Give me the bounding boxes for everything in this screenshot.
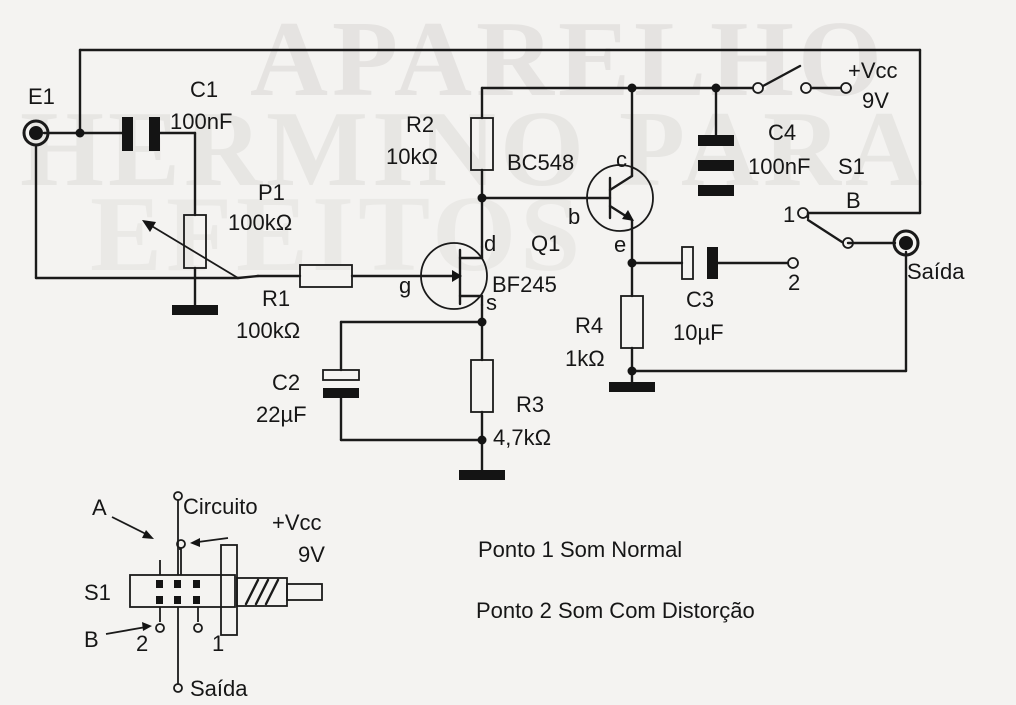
label-c2-name: C2 xyxy=(272,370,300,395)
label-r2-value: 10kΩ xyxy=(386,144,438,169)
switch-detail-drawing xyxy=(105,491,323,693)
resistor-r3 xyxy=(470,359,494,413)
detail-label-b: B xyxy=(84,627,99,652)
note-point-1: Ponto 1 Som Normal xyxy=(478,537,682,562)
potentiometer-p1 xyxy=(142,214,239,279)
label-r1-name: R1 xyxy=(262,286,290,311)
label-point-1: 1 xyxy=(783,202,795,227)
label-vcc-value: 9V xyxy=(862,88,889,113)
label-pin-c: c xyxy=(616,147,627,172)
label-c1-name: C1 xyxy=(190,77,218,102)
resistor-r1 xyxy=(299,264,353,288)
label-vcc: +Vcc xyxy=(848,58,898,83)
label-r4-value: 1kΩ xyxy=(565,346,605,371)
label-p1-name: P1 xyxy=(258,180,285,205)
labels: E1 C1 100nF P1 100kΩ R1 100kΩ R2 10kΩ BC… xyxy=(28,58,965,450)
label-switch-b: B xyxy=(846,188,861,213)
jfet-q1 xyxy=(420,242,488,310)
wires xyxy=(34,48,922,472)
svg-text:EFEITOS: EFEITOS xyxy=(90,175,584,294)
detail-label-a: A xyxy=(92,495,107,520)
label-point-2: 2 xyxy=(788,270,800,295)
detail-label-pin1: 1 xyxy=(212,631,224,656)
label-pin-d: d xyxy=(484,231,496,256)
label-r3-name: R3 xyxy=(516,392,544,417)
capacitor-c3 xyxy=(681,246,718,280)
label-pin-g: g xyxy=(399,273,411,298)
detail-label-output: Saída xyxy=(190,676,248,701)
label-r3-value: 4,7kΩ xyxy=(493,425,551,450)
capacitor-c1 xyxy=(122,117,160,151)
detail-label-pin2: 2 xyxy=(136,631,148,656)
junction-dots xyxy=(75,83,721,445)
note-point-2: Ponto 2 Som Com Distorção xyxy=(476,598,755,623)
detail-label-circuit: Circuito xyxy=(183,494,258,519)
label-r2-name: R2 xyxy=(406,112,434,137)
label-c4-value: 100nF xyxy=(748,154,810,179)
label-r4-name: R4 xyxy=(575,313,603,338)
resistor-r2 xyxy=(470,117,494,171)
detail-label-vcc-value: 9V xyxy=(298,542,325,567)
detail-label-vcc: +Vcc xyxy=(272,510,322,535)
label-e1: E1 xyxy=(28,84,55,109)
label-c1-value: 100nF xyxy=(170,109,232,134)
capacitor-c4 xyxy=(698,135,734,196)
label-c3-name: C3 xyxy=(686,287,714,312)
label-pin-e: e xyxy=(614,232,626,257)
switch-detail-labels: A Circuito +Vcc 9V S1 B 2 1 Saída xyxy=(84,494,325,701)
label-c3-value: 10µF xyxy=(673,320,724,345)
label-r1-value: 100kΩ xyxy=(236,318,300,343)
label-q2-model: BC548 xyxy=(507,150,574,175)
capacitor-c2 xyxy=(322,369,360,398)
output-jack xyxy=(892,229,920,257)
label-pin-s: s xyxy=(486,290,497,315)
selector-s1 xyxy=(787,207,854,269)
detail-label-s1: S1 xyxy=(84,580,111,605)
label-q1-name: Q1 xyxy=(531,231,560,256)
power-switch xyxy=(752,64,852,94)
resistor-r4 xyxy=(620,295,644,349)
transistor-bc548 xyxy=(586,164,654,232)
label-s1-name: S1 xyxy=(838,154,865,179)
label-q1-model: BF245 xyxy=(492,272,557,297)
notes: Ponto 1 Som Normal Ponto 2 Som Com Disto… xyxy=(476,537,755,623)
label-pin-b: b xyxy=(568,204,580,229)
label-output: Saída xyxy=(907,259,965,284)
label-c4-name: C4 xyxy=(768,120,796,145)
label-p1-value: 100kΩ xyxy=(228,210,292,235)
input-jack-e1 xyxy=(22,119,50,147)
svg-text:APARELHO: APARELHO xyxy=(250,0,886,119)
ground-symbols xyxy=(172,305,655,480)
label-c2-value: 22µF xyxy=(256,402,307,427)
